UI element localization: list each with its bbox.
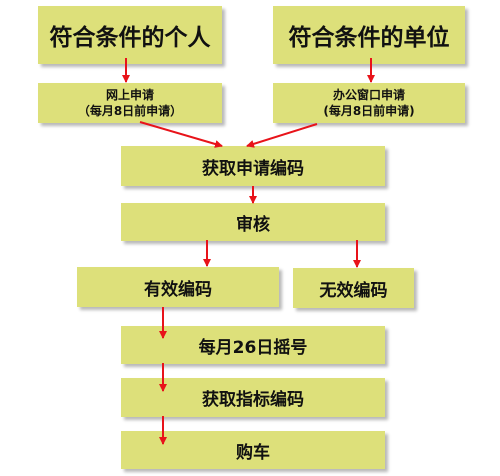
node-label-line1: 网上申请	[105, 88, 154, 102]
node-label: 获取指标编码	[202, 390, 304, 410]
arrow-window-to-apply-code	[246, 123, 318, 148]
node-online-apply: 网上申请 （每月8日前申请）	[38, 83, 222, 123]
node-label: 无效编码	[319, 280, 388, 301]
node-label: 审核	[236, 214, 270, 235]
node-label-line1: 办公窗口申请	[332, 88, 405, 102]
node-label: 有效编码	[144, 279, 212, 300]
node-eligible-individual: 符合条件的个人	[38, 6, 222, 64]
node-invalid-code: 无效编码	[293, 268, 414, 308]
node-label-line2: (每月8日前申请)	[323, 104, 415, 118]
node-review: 审核	[121, 203, 385, 241]
arrow-online-to-apply-code	[139, 121, 223, 148]
node-label: 获取申请编码	[202, 158, 304, 179]
node-label: 购车	[236, 442, 270, 463]
node-label: 符合条件的个人	[49, 25, 211, 51]
node-get-apply-code: 获取申请编码	[121, 146, 385, 186]
node-eligible-unit: 符合条件的单位	[273, 6, 465, 64]
node-valid-code: 有效编码	[77, 267, 279, 307]
node-label: 每月26日摇号	[198, 337, 308, 358]
node-label: 符合条件的单位	[288, 25, 450, 51]
node-window-apply: 办公窗口申请 (每月8日前申请)	[273, 83, 465, 123]
node-label-line2: （每月8日前申请）	[77, 104, 183, 118]
